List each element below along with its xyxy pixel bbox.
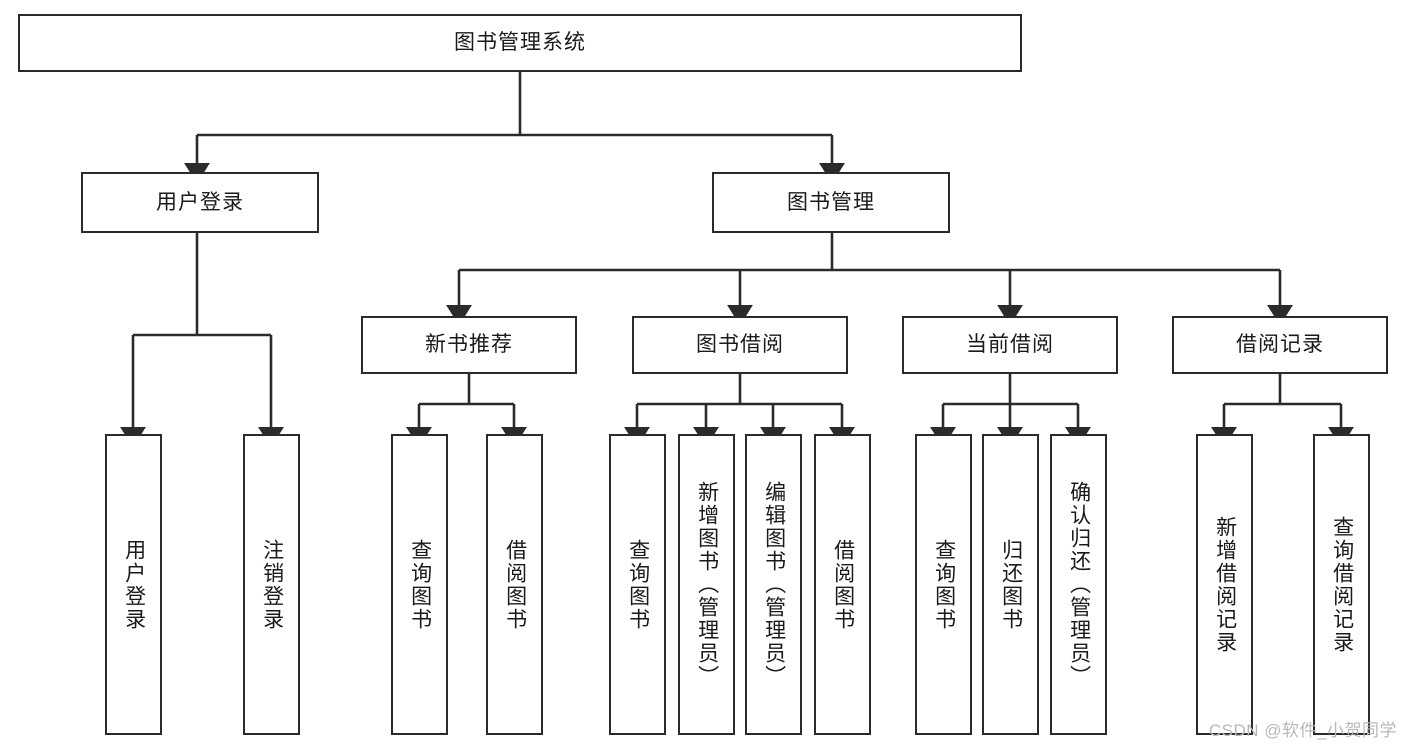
leaf-user-login-1[interactable]: 用户登录 [105,434,162,735]
node-user-login-label: 用户登录 [156,190,244,214]
leaf-new-book-2[interactable]: 借阅图书 [486,434,543,735]
leaf-label: 新增图书（管理员） [695,481,719,688]
leaf-label: 借阅图书 [503,538,527,631]
node-book-manage[interactable]: 图书管理 [712,172,950,233]
leaf-label: 查询借阅记录 [1330,515,1354,654]
leaf-book-borrow-1[interactable]: 查询图书 [609,434,666,735]
leaf-book-borrow-4[interactable]: 借阅图书 [814,434,871,735]
node-user-login[interactable]: 用户登录 [81,172,319,233]
leaf-label: 新增借阅记录 [1213,515,1237,654]
leaf-current-borrow-3[interactable]: 确认归还（管理员） [1050,434,1107,735]
node-current-borrow[interactable]: 当前借阅 [902,316,1118,374]
leaf-label: 确认归还（管理员） [1067,481,1091,688]
leaf-user-login-2[interactable]: 注销登录 [243,434,300,735]
leaf-label: 查询图书 [408,538,432,631]
node-book-borrow-label: 图书借阅 [696,333,784,357]
node-new-book-recommend[interactable]: 新书推荐 [361,316,577,374]
leaf-label: 用户登录 [122,538,146,631]
leaf-label: 归还图书 [999,538,1023,631]
node-current-borrow-label: 当前借阅 [966,333,1054,357]
leaf-label: 查询图书 [626,538,650,631]
node-new-book-recommend-label: 新书推荐 [425,333,513,357]
leaf-label: 注销登录 [260,538,284,631]
leaf-label: 借阅图书 [831,538,855,631]
node-root[interactable]: 图书管理系统 [18,14,1022,72]
leaf-current-borrow-2[interactable]: 归还图书 [982,434,1039,735]
leaf-label: 查询图书 [932,538,956,631]
leaf-label: 编辑图书（管理员） [762,481,786,688]
leaf-book-borrow-3[interactable]: 编辑图书（管理员） [745,434,802,735]
node-borrow-record[interactable]: 借阅记录 [1172,316,1388,374]
node-book-manage-label: 图书管理 [787,190,875,214]
node-root-label: 图书管理系统 [454,31,586,55]
leaf-borrow-record-2[interactable]: 查询借阅记录 [1313,434,1370,735]
leaf-new-book-1[interactable]: 查询图书 [391,434,448,735]
node-borrow-record-label: 借阅记录 [1236,333,1324,357]
leaf-current-borrow-1[interactable]: 查询图书 [915,434,972,735]
node-book-borrow[interactable]: 图书借阅 [632,316,848,374]
leaf-book-borrow-2[interactable]: 新增图书（管理员） [678,434,735,735]
watermark-text: CSDN @软件_小贺同学 [1208,721,1397,740]
leaf-borrow-record-1[interactable]: 新增借阅记录 [1196,434,1253,735]
